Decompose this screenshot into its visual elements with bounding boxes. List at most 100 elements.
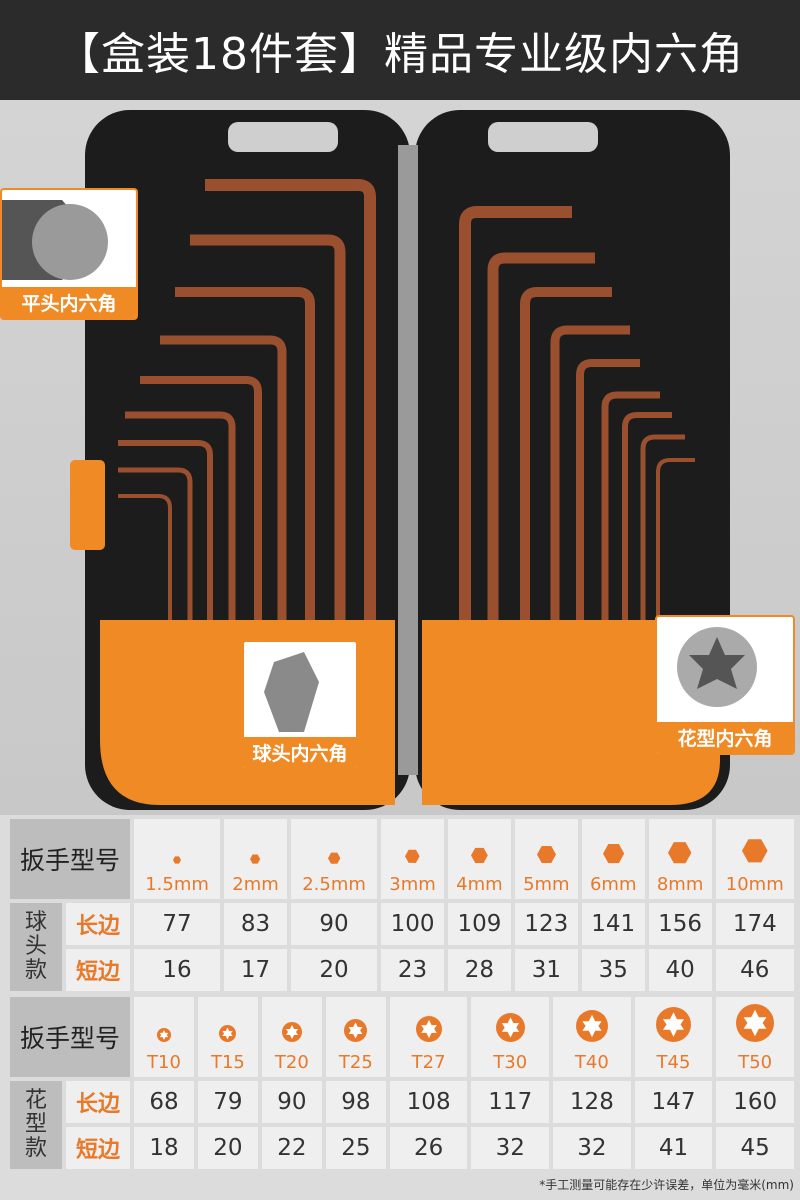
short-length-cell: 22 bbox=[261, 1127, 322, 1169]
torx-size-icon bbox=[575, 1010, 608, 1042]
torx-wrench bbox=[622, 412, 672, 700]
torx-wrench bbox=[640, 434, 685, 700]
size-cell: T15 bbox=[197, 997, 258, 1077]
hex-wrench bbox=[118, 494, 172, 700]
ball-hex-label: 球头内六角 bbox=[244, 737, 356, 768]
long-length-cell: 90 bbox=[261, 1081, 322, 1123]
size-cell: T30 bbox=[471, 997, 550, 1077]
long-length-cell: 77 bbox=[134, 903, 221, 945]
group-label: 花型款 bbox=[10, 1081, 62, 1169]
short-length-cell: 23 bbox=[381, 949, 444, 991]
short-length-cell: 41 bbox=[634, 1127, 713, 1169]
product-image: 平头内六角 球头内六角 花型内六角 bbox=[0, 100, 800, 815]
long-length-cell: 68 bbox=[134, 1081, 194, 1123]
long-length-cell: 108 bbox=[389, 1081, 468, 1123]
size-cell: 5mm bbox=[514, 819, 578, 899]
hex-wrench bbox=[160, 335, 287, 700]
short-length-cell: 20 bbox=[291, 949, 378, 991]
short-length-cell: 35 bbox=[581, 949, 645, 991]
torx-size-icon bbox=[219, 1025, 237, 1042]
page-title: 【盒装18件套】精品专业级内六角 bbox=[0, 0, 800, 100]
hex-size-icon bbox=[602, 843, 624, 863]
model-header: 扳手型号 bbox=[10, 997, 130, 1077]
size-cell: 6mm bbox=[581, 819, 645, 899]
short-label: 短边 bbox=[66, 1127, 130, 1169]
size-label: T50 bbox=[738, 1052, 773, 1073]
size-cell: T40 bbox=[553, 997, 631, 1077]
torx-size-icon bbox=[736, 1004, 775, 1042]
short-length-cell: 32 bbox=[553, 1127, 631, 1169]
size-cell: 2mm bbox=[224, 819, 287, 899]
short-length-cell: 40 bbox=[648, 949, 712, 991]
size-cell: 1.5mm bbox=[134, 819, 221, 899]
hex-size-icon bbox=[250, 854, 261, 864]
torx-wrench bbox=[520, 287, 612, 700]
size-label: 2mm bbox=[232, 874, 279, 895]
long-length-cell: 156 bbox=[648, 903, 712, 945]
hex-wrench bbox=[140, 376, 262, 700]
torx-size-icon bbox=[156, 1028, 171, 1042]
size-label: 5mm bbox=[523, 874, 570, 895]
size-label: 10mm bbox=[725, 874, 784, 895]
size-label: T27 bbox=[411, 1052, 446, 1073]
size-cell: 2.5mm bbox=[291, 819, 378, 899]
short-length-cell: 17 bbox=[224, 949, 287, 991]
short-length-cell: 25 bbox=[325, 1127, 386, 1169]
torx-wrench bbox=[459, 206, 572, 700]
size-cell: 4mm bbox=[448, 819, 511, 899]
hex-size-icon bbox=[327, 852, 341, 864]
short-length-cell: 18 bbox=[134, 1127, 194, 1169]
long-length-cell: 123 bbox=[514, 903, 578, 945]
size-label: T15 bbox=[210, 1052, 245, 1073]
hex-size-icon bbox=[668, 841, 692, 863]
size-cell: T27 bbox=[389, 997, 468, 1077]
short-length-cell: 26 bbox=[389, 1127, 468, 1169]
long-length-cell: 141 bbox=[581, 903, 645, 945]
long-length-cell: 174 bbox=[715, 903, 794, 945]
long-length-cell: 160 bbox=[716, 1081, 794, 1123]
hanger-hole-right bbox=[488, 122, 598, 152]
hinge bbox=[398, 145, 418, 775]
hex-size-icon bbox=[173, 856, 182, 864]
torx-wrench bbox=[656, 458, 695, 700]
measurement-note: *手工测量可能存在少许误差，单位为毫米(mm) bbox=[539, 1178, 794, 1192]
size-label: T40 bbox=[574, 1052, 609, 1073]
size-label: T20 bbox=[274, 1052, 309, 1073]
short-length-cell: 32 bbox=[471, 1127, 550, 1169]
short-length-cell: 31 bbox=[514, 949, 578, 991]
size-cell: T45 bbox=[634, 997, 713, 1077]
torx-size-icon bbox=[495, 1013, 525, 1042]
group-label: 球头款 bbox=[10, 903, 62, 991]
hex-size-icon bbox=[405, 850, 420, 864]
torx-wrench bbox=[550, 325, 630, 700]
torx-tip-icon bbox=[677, 627, 757, 707]
long-length-cell: 79 bbox=[197, 1081, 258, 1123]
hex-size-icon bbox=[741, 839, 768, 863]
torx-size-icon bbox=[415, 1016, 442, 1042]
long-length-cell: 100 bbox=[381, 903, 444, 945]
size-cell: 10mm bbox=[715, 819, 794, 899]
hex-wrench bbox=[205, 179, 376, 700]
hex-wrench bbox=[125, 411, 236, 700]
long-length-cell: 83 bbox=[224, 903, 287, 945]
long-length-cell: 117 bbox=[471, 1081, 550, 1123]
hex-wrench bbox=[118, 467, 193, 700]
model-header: 扳手型号 bbox=[10, 819, 130, 899]
short-length-cell: 28 bbox=[448, 949, 511, 991]
size-label: T10 bbox=[147, 1052, 181, 1073]
long-length-cell: 98 bbox=[325, 1081, 386, 1123]
flat-hex-callout: 平头内六角 bbox=[0, 188, 138, 320]
size-label: 1.5mm bbox=[145, 874, 209, 895]
short-length-cell: 20 bbox=[197, 1127, 258, 1169]
size-label: T45 bbox=[656, 1052, 691, 1073]
ball-hex-callout: 球头内六角 bbox=[242, 640, 358, 770]
short-label: 短边 bbox=[66, 949, 130, 991]
torx-wrench bbox=[601, 391, 660, 700]
torx-wrench bbox=[487, 252, 595, 700]
short-length-cell: 46 bbox=[715, 949, 794, 991]
long-label: 长边 bbox=[66, 1081, 130, 1123]
size-label: T25 bbox=[338, 1052, 373, 1073]
long-label: 长边 bbox=[66, 903, 130, 945]
